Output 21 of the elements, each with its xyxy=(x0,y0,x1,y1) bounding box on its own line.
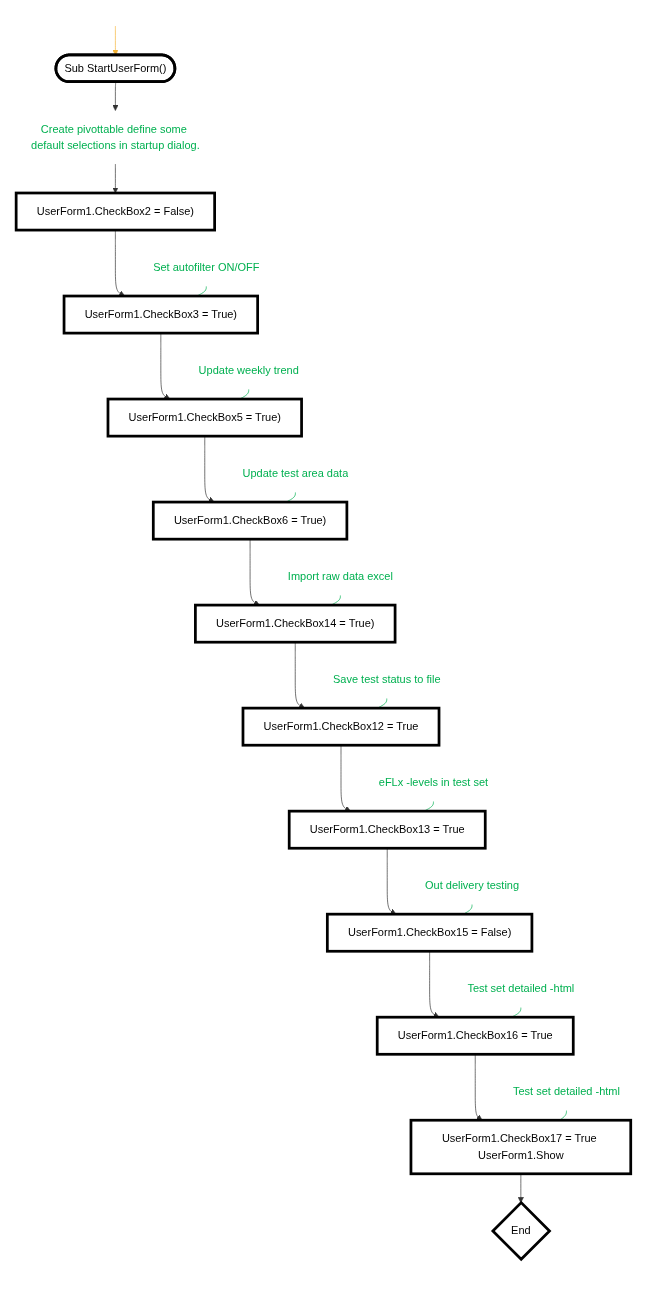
node-text: Save test status to file xyxy=(333,673,441,686)
node-text: Set autofilter ON/OFF xyxy=(153,261,260,274)
node-text: Update weekly trend xyxy=(198,364,299,377)
node-text: Create pivottable define some default selections in startup dialog. xyxy=(31,122,200,152)
node-text: Test set detailed -html xyxy=(513,1085,620,1098)
node-box: UserForm1.CheckBox14 = True) xyxy=(194,603,397,644)
node-diamond: End xyxy=(490,1200,552,1262)
node-text: Import raw data excel xyxy=(287,570,393,583)
node-box: UserForm1.CheckBox12 = True xyxy=(241,706,441,747)
node-box: UserForm1.CheckBox15 = False) xyxy=(325,912,534,953)
node-box: UserForm1.CheckBox16 = True xyxy=(375,1015,575,1056)
node-box: UserForm1.CheckBox13 = True xyxy=(287,809,487,850)
node-box: UserForm1.CheckBox2 = False) xyxy=(14,191,216,232)
node-text: Update test area data xyxy=(242,467,349,480)
node-text: Test set detailed -html xyxy=(467,982,575,995)
node-box: UserForm1.CheckBox3 = True) xyxy=(62,294,259,335)
node-box: UserForm1.CheckBox5 = True) xyxy=(106,397,303,438)
node-box: UserForm1.CheckBox17 = True UserForm1.Show xyxy=(409,1118,633,1176)
node-text: Out delivery testing xyxy=(425,879,520,892)
node-text: eFLx -levels in test set xyxy=(378,776,489,789)
node-box: UserForm1.CheckBox6 = True) xyxy=(151,500,349,541)
